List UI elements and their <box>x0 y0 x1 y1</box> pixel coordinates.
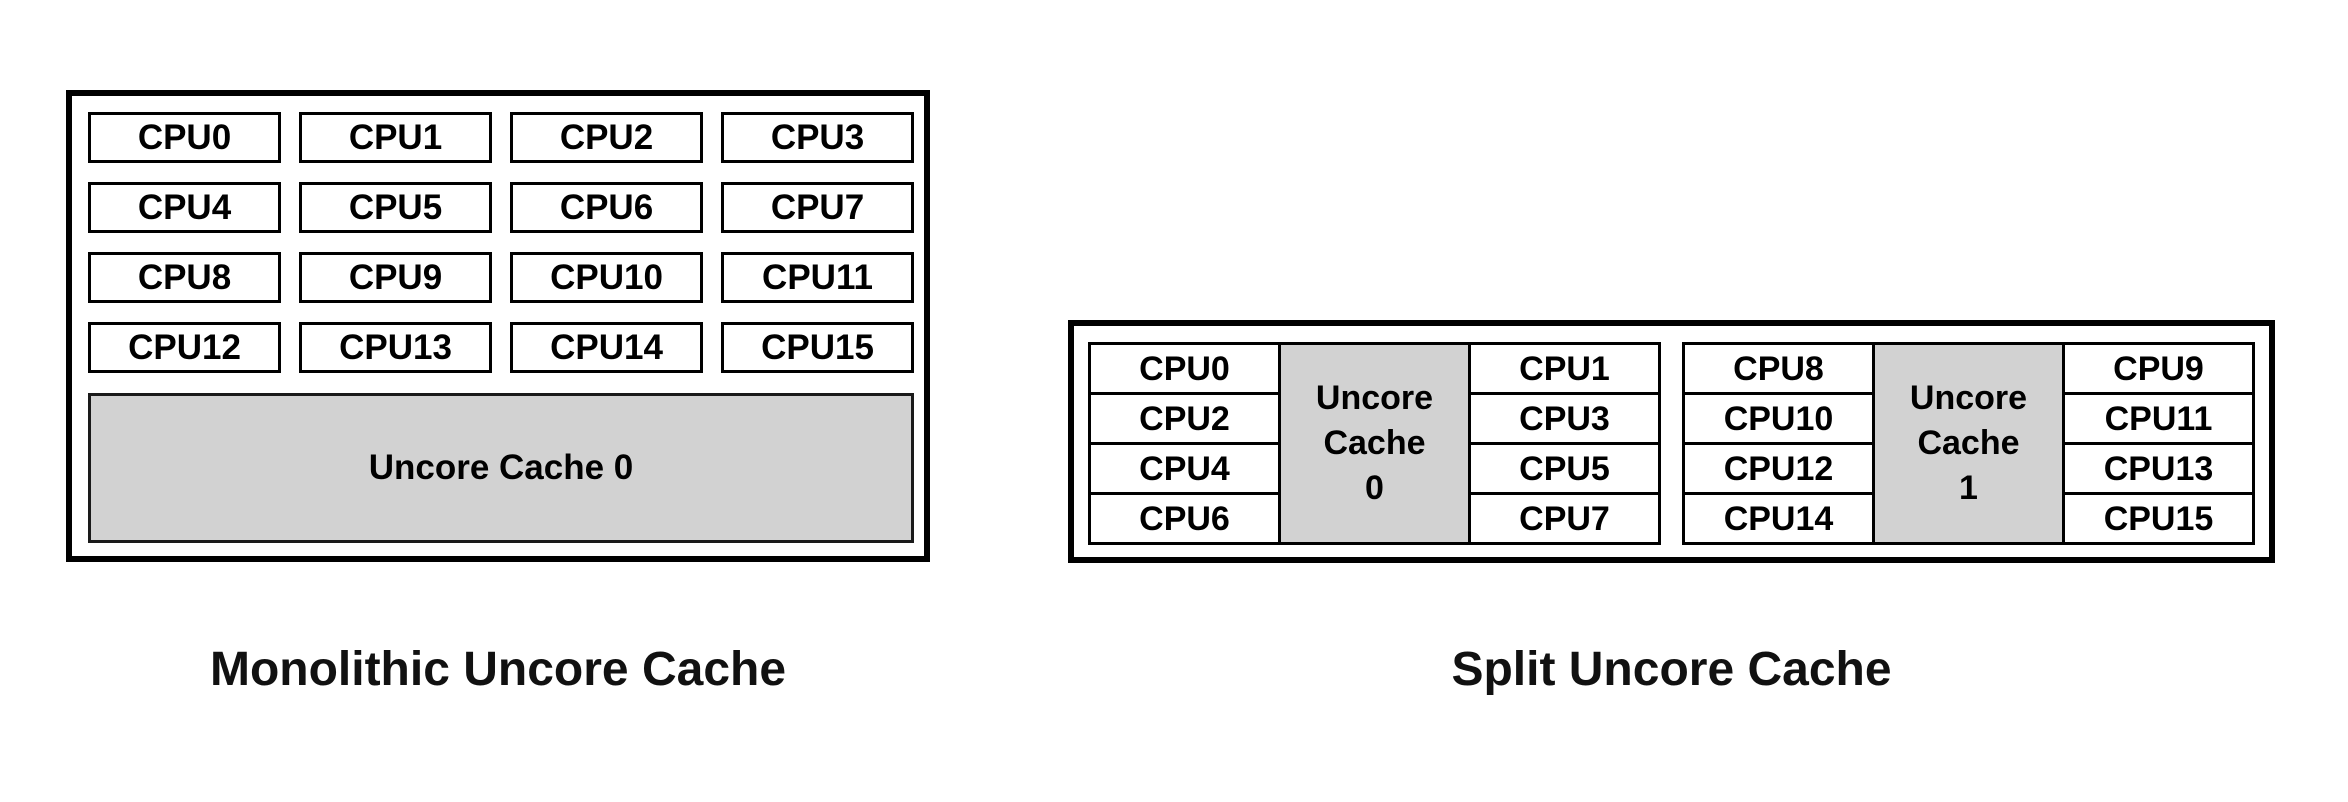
cpu-box-cpu15: CPU15 <box>721 322 914 373</box>
cpu-box-cpu7: CPU7 <box>1471 495 1658 542</box>
cpu-box-cpu14: CPU14 <box>510 322 703 373</box>
split-uncore-cache-0-label-line: Uncore <box>1315 379 1434 417</box>
monolithic-caption: Monolithic Uncore Cache <box>209 643 787 696</box>
cpu-box-cpu6: CPU6 <box>510 182 703 233</box>
cpu-box-cpu2: CPU2 <box>1091 395 1278 445</box>
cpu-box-cpu10: CPU10 <box>510 252 703 303</box>
cpu-box-cpu7: CPU7 <box>721 182 914 233</box>
split-uncore-cache-0-label-line: Cache <box>1323 424 1426 462</box>
cpu-box-cpu12: CPU12 <box>88 322 281 373</box>
split-uncore-cache-0-label-line: 0 <box>1365 469 1384 507</box>
monolithic-uncore-cache-label: Uncore Cache 0 <box>368 448 634 487</box>
cpu-box-cpu5: CPU5 <box>1471 445 1658 495</box>
cpu-box-cpu4: CPU4 <box>1091 445 1278 495</box>
monolithic-uncore-cache-box: Uncore Cache 0 <box>88 393 914 543</box>
cpu-box-cpu10: CPU10 <box>1685 395 1872 445</box>
cpu-box-cpu9: CPU9 <box>2065 345 2252 395</box>
cpu-box-cpu13: CPU13 <box>2065 445 2252 495</box>
cpu-box-cpu8: CPU8 <box>1685 345 1872 395</box>
cpu-box-cpu5: CPU5 <box>299 182 492 233</box>
cpu-box-cpu3: CPU3 <box>721 112 914 163</box>
cpu-box-cpu15: CPU15 <box>2065 495 2252 542</box>
split-uncore-cache-1-label-line: 1 <box>1959 469 1978 507</box>
cpu-box-cpu9: CPU9 <box>299 252 492 303</box>
cpu-box-cpu14: CPU14 <box>1685 495 1872 542</box>
cpu-box-cpu4: CPU4 <box>88 182 281 233</box>
cpu-box-cpu8: CPU8 <box>88 252 281 303</box>
split-uncore-cache-1-label-line: Uncore <box>1909 379 2028 417</box>
cpu-box-cpu12: CPU12 <box>1685 445 1872 495</box>
cpu-box-cpu1: CPU1 <box>299 112 492 163</box>
split-uncore-cache-1-label-line: Cache <box>1917 424 2020 462</box>
cpu-box-cpu11: CPU11 <box>721 252 914 303</box>
cpu-box-cpu3: CPU3 <box>1471 395 1658 445</box>
cpu-box-cpu13: CPU13 <box>299 322 492 373</box>
cpu-box-cpu2: CPU2 <box>510 112 703 163</box>
cpu-box-cpu0: CPU0 <box>88 112 281 163</box>
cpu-box-cpu6: CPU6 <box>1091 495 1278 542</box>
split-caption: Split Uncore Cache <box>1451 643 1892 696</box>
cpu-box-cpu11: CPU11 <box>2065 395 2252 445</box>
cpu-box-cpu0: CPU0 <box>1091 345 1278 395</box>
cpu-box-cpu1: CPU1 <box>1471 345 1658 395</box>
